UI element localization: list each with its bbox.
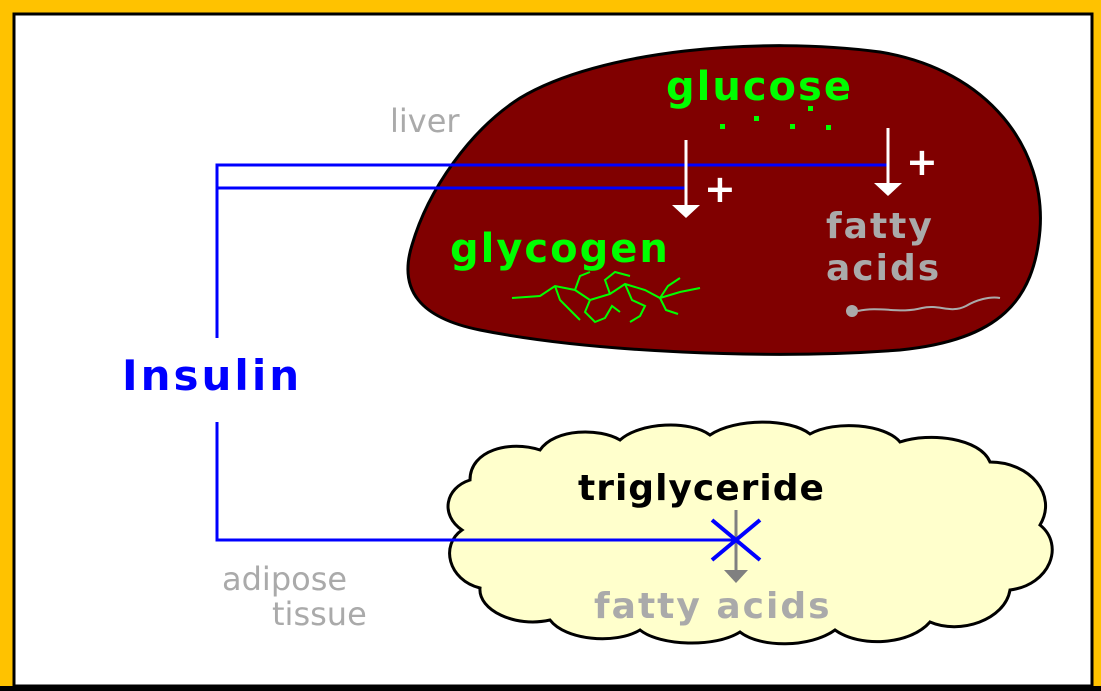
fatty-acids-label-line1: fatty bbox=[826, 206, 934, 247]
adipose-fatty-acids-label: fatty acids bbox=[594, 586, 832, 627]
triglyceride-label: triglyceride bbox=[578, 468, 825, 509]
plus-fatty-acids: + bbox=[906, 140, 938, 184]
plus-glycogen: + bbox=[704, 167, 736, 211]
liver-label: liver bbox=[390, 102, 460, 140]
adipose-label-line2: tissue bbox=[272, 595, 367, 633]
adipose-label-line1: adipose bbox=[222, 560, 347, 598]
fatty-acids-label-line2: acids bbox=[826, 248, 941, 289]
glucose-label: glucose bbox=[666, 64, 853, 110]
insulin-label: Insulin bbox=[122, 351, 302, 400]
glycogen-label: glycogen bbox=[450, 226, 670, 272]
